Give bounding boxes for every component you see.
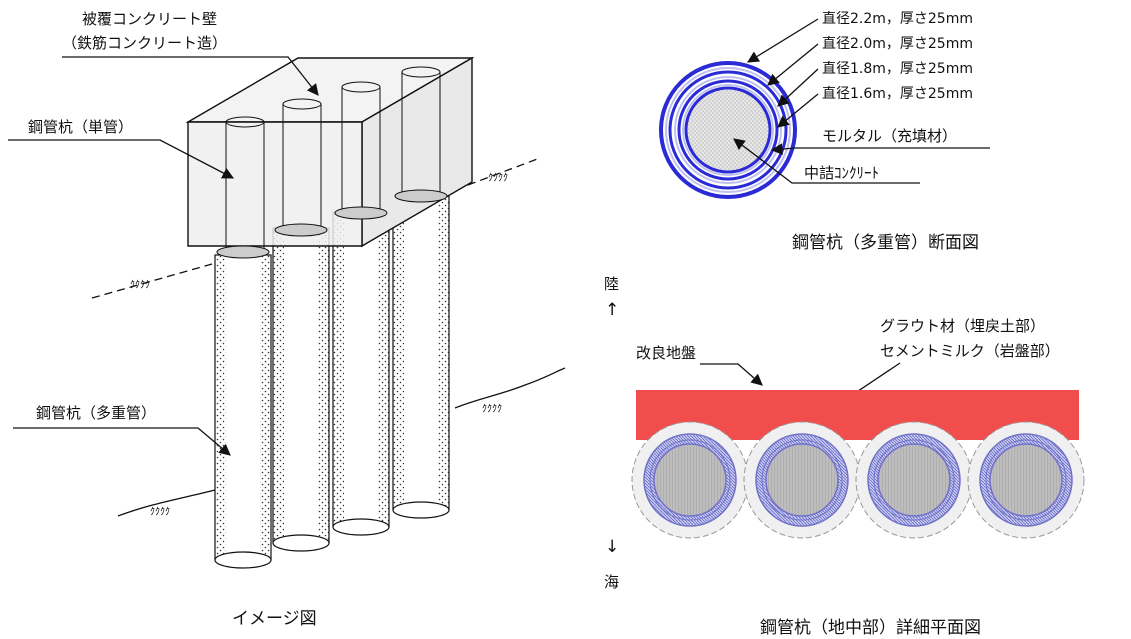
ground-hatch-mark: ｸｸｸｸ	[488, 172, 508, 184]
image-figure: ｸｸｸｸ ｸｸｸｸ ｸｸｸｸ ｸｸｸｸ	[8, 10, 566, 629]
wall-label-line1: 被覆コンクリート壁	[82, 10, 217, 28]
ring-label-2: 直径2.0m，厚さ25mm	[822, 35, 973, 52]
core-leader	[733, 138, 920, 184]
grout-label-line2: セメントミルク（岩盤部）	[880, 342, 1060, 360]
ring-label-4: 直径1.6m，厚さ25mm	[822, 85, 973, 102]
ring-leader-2	[767, 43, 819, 86]
plan-pile-4	[967, 421, 1085, 539]
multi-pipe-piles	[214, 194, 450, 569]
mortar-label: モルタル（充填材）	[822, 127, 957, 145]
plan-figure: 陸 ↑ ↓ 海 改良地盤 グラウト材（埋戻土部） セメントミルク（岩盤部）	[604, 275, 1085, 638]
seabed-line-right	[454, 367, 566, 409]
ground-line-left	[91, 263, 213, 299]
seabed-hatch-mark: ｸｸｸｸ	[150, 506, 170, 518]
multi-pipe-leader-line	[13, 427, 231, 456]
plan-pile-1	[631, 421, 749, 539]
pipe-cross-section	[659, 61, 797, 199]
land-arrow: ↑	[605, 300, 619, 320]
pile-2	[272, 227, 330, 552]
plan-caption: 鋼管杭（地中部）詳細平面図	[760, 618, 981, 638]
ring-label-3: 直径1.8m，厚さ25mm	[822, 60, 973, 77]
wall-leader-line	[62, 56, 319, 96]
land-label: 陸	[604, 275, 619, 293]
ring-leader-4	[777, 93, 819, 128]
improved-ground-leader	[700, 363, 763, 386]
seabed-line-left	[117, 489, 216, 517]
plan-pile-3	[855, 421, 973, 539]
pile-1	[214, 254, 272, 569]
seabed-hatch-mark: ｸｸｸｸ	[482, 403, 502, 415]
covering-concrete-wall	[185, 56, 475, 259]
pile-3	[332, 211, 390, 536]
mortar-leader	[770, 143, 990, 155]
ground-hatch-mark: ｸｸｸｸ	[130, 279, 150, 291]
plan-piles	[631, 421, 1085, 539]
section-caption: 鋼管杭（多重管）断面図	[792, 233, 979, 253]
sea-arrow: ↓	[605, 537, 619, 557]
ring-label-1: 直径2.2m，厚さ25mm	[822, 10, 973, 27]
pile-4	[392, 194, 450, 519]
multi-pipe-label: 鋼管杭（多重管）	[36, 404, 156, 422]
ring-leader-3	[777, 68, 819, 107]
single-pipe-label: 鋼管杭（単管）	[28, 118, 133, 136]
single-pipe-leader-line	[8, 139, 235, 179]
core-label: 中詰ｺﾝｸﾘｰﾄ	[804, 164, 879, 182]
grout-label-line1: グラウト材（埋戻土部）	[880, 317, 1045, 335]
section-figure: 直径2.2m，厚さ25mm 直径2.0m，厚さ25mm 直径1.8m，厚さ25m…	[659, 10, 990, 253]
improved-ground-label: 改良地盤	[636, 344, 696, 362]
image-caption: イメージ図	[232, 609, 317, 629]
sea-label: 海	[604, 573, 619, 591]
ring-leader-1	[747, 18, 819, 63]
plan-pile-2	[743, 421, 861, 539]
wall-label-line2: （鉄筋コンクリート造）	[62, 34, 227, 52]
